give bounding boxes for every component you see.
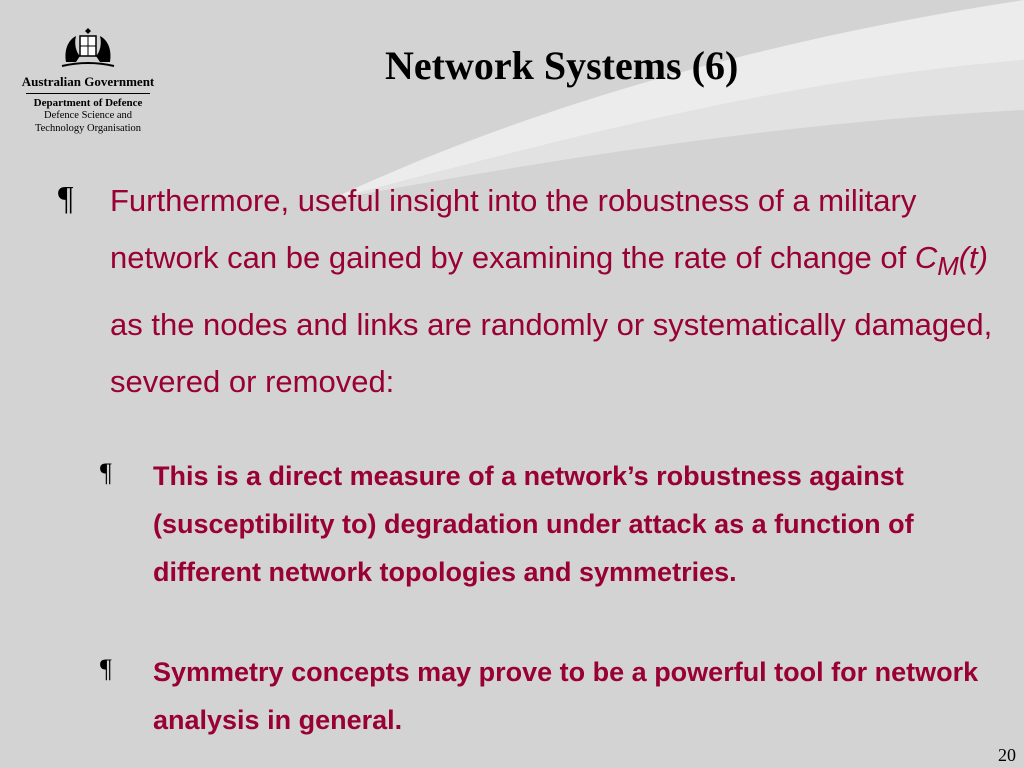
- subpoint-text: This is a direct measure of a network’s …: [153, 461, 914, 587]
- logo-divider: [26, 93, 150, 94]
- sub-bullet-pilcrow-icon: ¶: [100, 458, 112, 487]
- coat-of-arms-icon: [61, 28, 115, 67]
- organisation-line-1: Defence Science and: [43, 110, 133, 121]
- sub-bullet-pilcrow-icon: ¶: [100, 654, 112, 683]
- slide-title: Network Systems (6): [385, 43, 739, 88]
- paragraph-text-after: as the nodes and links are randomly or s…: [110, 307, 993, 400]
- australian-government-logo: Australian Government Department of Defe…: [18, 22, 158, 135]
- math-argument: (t): [958, 240, 988, 275]
- math-variable: C: [914, 240, 938, 275]
- bullet-pilcrow-icon: ¶: [58, 180, 74, 217]
- math-subscript: M: [937, 253, 959, 282]
- main-paragraph: Furthermore, useful insight into the rob…: [110, 172, 1010, 410]
- department-label: Department of Defence: [33, 97, 143, 109]
- math-symbol: CM(t): [914, 240, 988, 281]
- organisation-line-2: Technology Organisation: [34, 123, 142, 134]
- page-number: 20: [998, 745, 1016, 765]
- subpoint-text: Symmetry concepts may prove to be a powe…: [153, 657, 979, 735]
- government-label: Australian Government: [21, 74, 155, 89]
- paragraph-text-before: Furthermore, useful insight into the rob…: [110, 183, 917, 275]
